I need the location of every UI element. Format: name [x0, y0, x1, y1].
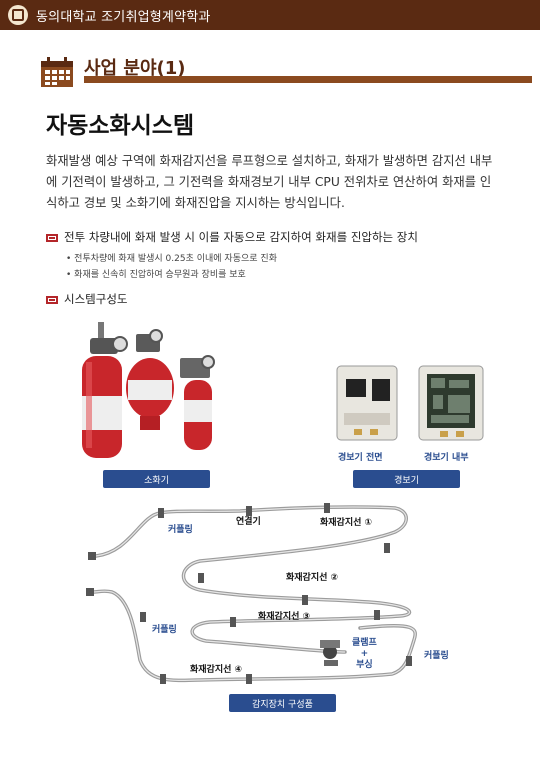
coupling-label-2: 커플링 — [152, 625, 177, 635]
clamp-label-line-1: 클램프 — [352, 638, 377, 648]
feature-bullet-list: 전투차량에 화재 발생시 0.25초 이내에 자동으로 진화 화재를 신속히 진… — [66, 251, 277, 283]
system-heading-text: 시스템구성도 — [64, 292, 128, 306]
list-item: 화재를 신속히 진압하여 승무원과 장비를 보호 — [66, 267, 277, 283]
top-bar: 동의대학교 조기취업형계약학과 — [0, 0, 540, 30]
sensor-line-2-label: 화재감지선 ② — [286, 573, 339, 583]
header-title: 동의대학교 조기취업형계약학과 — [36, 9, 211, 25]
clamp-label: 클램프 + 부싱 — [352, 638, 377, 671]
alarm-inside-image — [418, 365, 484, 441]
alarm-inside-caption: 경보기 내부 — [424, 453, 469, 463]
university-logo-icon — [8, 5, 28, 25]
page-title: 자동소화시스템 — [46, 113, 195, 139]
red-bullet-icon — [46, 295, 58, 304]
feature-heading-text: 전투 차량내에 화재 발생 시 이를 자동으로 감지하여 화재를 진압하는 장치 — [64, 230, 418, 244]
coupling-label-3: 커플링 — [424, 651, 449, 661]
sensor-line-4-label: 화재감지선 ④ — [190, 665, 243, 675]
description-paragraph: 화재발생 예상 구역에 화재감지선을 루프형으로 설치하고, 화재가 발생하면 … — [46, 154, 493, 210]
feature-heading: 전투 차량내에 화재 발생 시 이를 자동으로 감지하여 화재를 진압하는 장치 — [46, 229, 418, 245]
section-divider — [84, 76, 532, 83]
sensor-line-3-label: 화재감지선 ③ — [258, 612, 311, 622]
clamp-label-line-2: + — [360, 649, 369, 659]
extinguisher-label: 소화기 — [103, 470, 210, 488]
alarm-front-image — [336, 365, 398, 441]
sensor-line-1-label: 화재감지선 ① — [320, 518, 373, 528]
section-title: 사업 분야(1) — [84, 58, 186, 79]
alarm-front-caption: 경보기 전면 — [338, 453, 383, 463]
red-bullet-icon — [46, 233, 58, 242]
coupling-label-1: 커플링 — [168, 525, 193, 535]
connector-label: 연결기 — [236, 517, 261, 527]
clamp-label-line-3: 부싱 — [356, 660, 373, 670]
extinguisher-image — [82, 322, 215, 458]
system-heading: 시스템구성도 — [46, 291, 127, 307]
alarm-label: 경보기 — [353, 470, 460, 488]
section-header: 사업 분야(1) — [40, 52, 532, 92]
list-item: 전투차량에 화재 발생시 0.25초 이내에 자동으로 진화 — [66, 251, 277, 267]
clamp-icon — [320, 640, 340, 666]
sensor-caption: 감지장치 구성품 — [229, 694, 336, 712]
calendar-icon — [41, 57, 73, 87]
